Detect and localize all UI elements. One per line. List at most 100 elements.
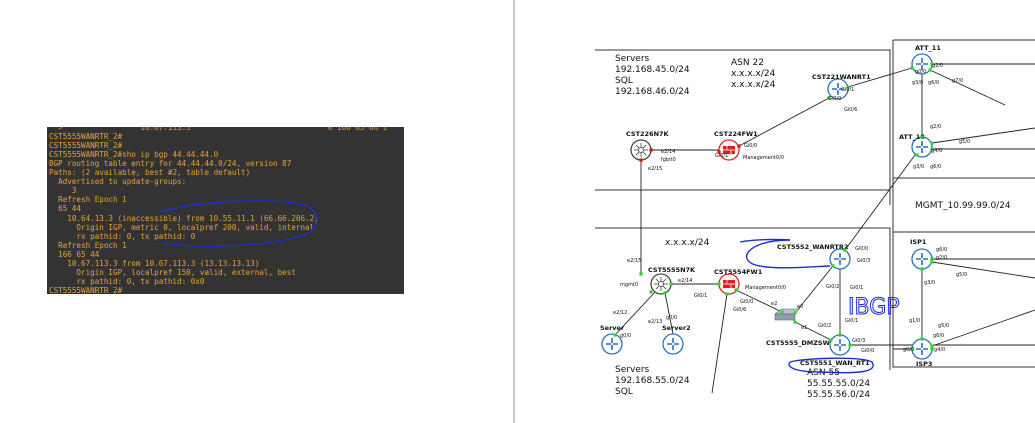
area-label: Servers [615, 54, 650, 64]
wan-top-node[interactable]: CST221WANRT1 [812, 73, 871, 100]
node-label: CST5552_WANRTR2 [777, 243, 848, 251]
port-status-dot [831, 264, 835, 268]
router-arrows-icon [916, 253, 928, 265]
fw-top-node[interactable]: CST224FW1 [714, 130, 758, 161]
port-label: Gi0/0 [855, 246, 868, 252]
terminal-line: Refresh Epoch 1 [49, 195, 127, 205]
port-label: g0/0 [903, 347, 914, 353]
port-status-dot [910, 347, 914, 351]
port-status-dot [920, 337, 924, 341]
port-label: e2/15 [648, 166, 662, 172]
port-status-dot [930, 257, 934, 261]
port-label: g6/0 [930, 164, 941, 170]
node-circle [829, 334, 851, 356]
router-arrows-icon [916, 58, 928, 70]
port-status-dot [793, 311, 797, 315]
port-label: Gi0/0 [744, 143, 757, 149]
port-status-dot [930, 260, 934, 264]
port-label: g5/0 [956, 272, 967, 278]
terminal-line: Paths: (2 available, best #2, table defa… [49, 168, 251, 178]
port-label: g2/0 [936, 255, 947, 261]
node-label: Server [600, 324, 625, 332]
port-label: g6/0 [928, 80, 939, 86]
n7k-top-node[interactable]: CST226N7K [626, 130, 670, 161]
area-label: 55.55.56.0/24 [807, 390, 870, 400]
port-status-dot [734, 288, 738, 292]
port-label: e2/14 [661, 149, 675, 155]
area-label: ASN 22 [731, 58, 764, 68]
att13-node[interactable]: ATT_13 [899, 133, 933, 158]
server2-node[interactable]: Server2 [662, 324, 691, 355]
port-label: g3/0 [924, 280, 935, 286]
ibgp-annotation: IBGP [848, 295, 900, 320]
port-label: Management0/0 [745, 285, 786, 291]
port-status-dot [846, 85, 850, 89]
port-status-dot [930, 147, 934, 151]
isp3-node[interactable]: ISP3 [911, 338, 933, 368]
port-label: g0/0 [666, 315, 677, 321]
router-arrows-icon [834, 253, 846, 265]
port-status-dot [928, 68, 932, 72]
wan2-node[interactable]: CST5552_WANRTR2 [777, 243, 851, 270]
att11-node[interactable]: ATT_11 [911, 44, 941, 75]
network-links [614, 63, 1035, 394]
port-label: e2/12 [613, 310, 627, 316]
node-label: CST5555N7K [648, 266, 696, 274]
port-status-dot [725, 292, 729, 296]
area-label: 192.168.45.0/24 [615, 65, 690, 75]
port-label: g5/0 [959, 139, 970, 145]
server-node[interactable]: Server [600, 324, 625, 355]
port-label: Gi0/3 [852, 338, 865, 344]
area-label: 55.55.55.0/24 [807, 379, 870, 389]
node-label: CST5555_DMZSW1 [766, 339, 835, 347]
terminal-line: *> 10.67.113.3 0 166 65 66 i [49, 127, 388, 132]
area-label: x.x.x.x/24 [665, 238, 710, 248]
node-label: CST5554FW1 [714, 268, 763, 276]
terminal-line: CST5555WANRTR_2# [49, 132, 123, 142]
port-label: Gi0/0 [828, 96, 841, 102]
port-status-dot [669, 282, 673, 286]
port-label: e2 [771, 301, 777, 307]
isp1-node[interactable]: ISP1 [910, 238, 933, 270]
node-label: CST224FW1 [714, 130, 758, 138]
handwritten-annotations: IBGP [739, 238, 900, 374]
switch-hub-icon [658, 281, 664, 287]
terminal-line: BGP routing table entry for 44.44.44.0/2… [49, 159, 292, 169]
port-label: Gi0/6 [844, 107, 857, 113]
port-label: e2/13 [648, 319, 662, 325]
port-label: Gi0/6 [733, 307, 746, 313]
port-label: Gi0/1 [845, 318, 858, 324]
port-label: Gi0/0 [861, 348, 874, 354]
area-box-bottom [595, 227, 891, 370]
port-label: e2/14 [678, 278, 692, 284]
port-label: g2/0 [932, 63, 943, 69]
dmzsw-node[interactable]: CST5555_DMZSW1 [766, 308, 835, 347]
port-label: g3/0 [912, 80, 923, 86]
port-label: Gi0/2 [818, 323, 831, 329]
port-status-dot [848, 343, 852, 347]
area-label: x.x.x.x/24 [731, 69, 776, 79]
port-label: mgmt0 [620, 282, 638, 288]
port-status-dot [717, 282, 721, 286]
port-label: Gi0/1 [850, 285, 863, 291]
port-label: Gi0/1 [715, 153, 728, 159]
node-label: ISP3 [916, 360, 932, 368]
terminal-line: CST5555WANRTR_2#sho ip bgp 44.44.44.0 [49, 150, 219, 160]
n7k-bot-node[interactable]: CST5555N7K [648, 266, 696, 295]
terminal-line: CST5555WANRTR_2# [49, 141, 123, 151]
port-status-dot [780, 310, 784, 314]
port-label: e0 [797, 304, 803, 310]
terminal-line: Origin IGP, localpref 150, valid, extern… [49, 267, 296, 277]
port-label: Gi0/1 [841, 87, 854, 93]
port-label: g4/0 [934, 347, 945, 353]
port-status-dot [613, 333, 617, 337]
node-label: Server2 [662, 324, 691, 332]
port-status-dot [930, 347, 934, 351]
node-label: ATT_11 [915, 44, 941, 52]
router-arrows-icon [834, 339, 846, 351]
port-status-dot [663, 291, 667, 295]
node-circle [829, 248, 851, 270]
port-label: fgbit0 [661, 157, 676, 163]
